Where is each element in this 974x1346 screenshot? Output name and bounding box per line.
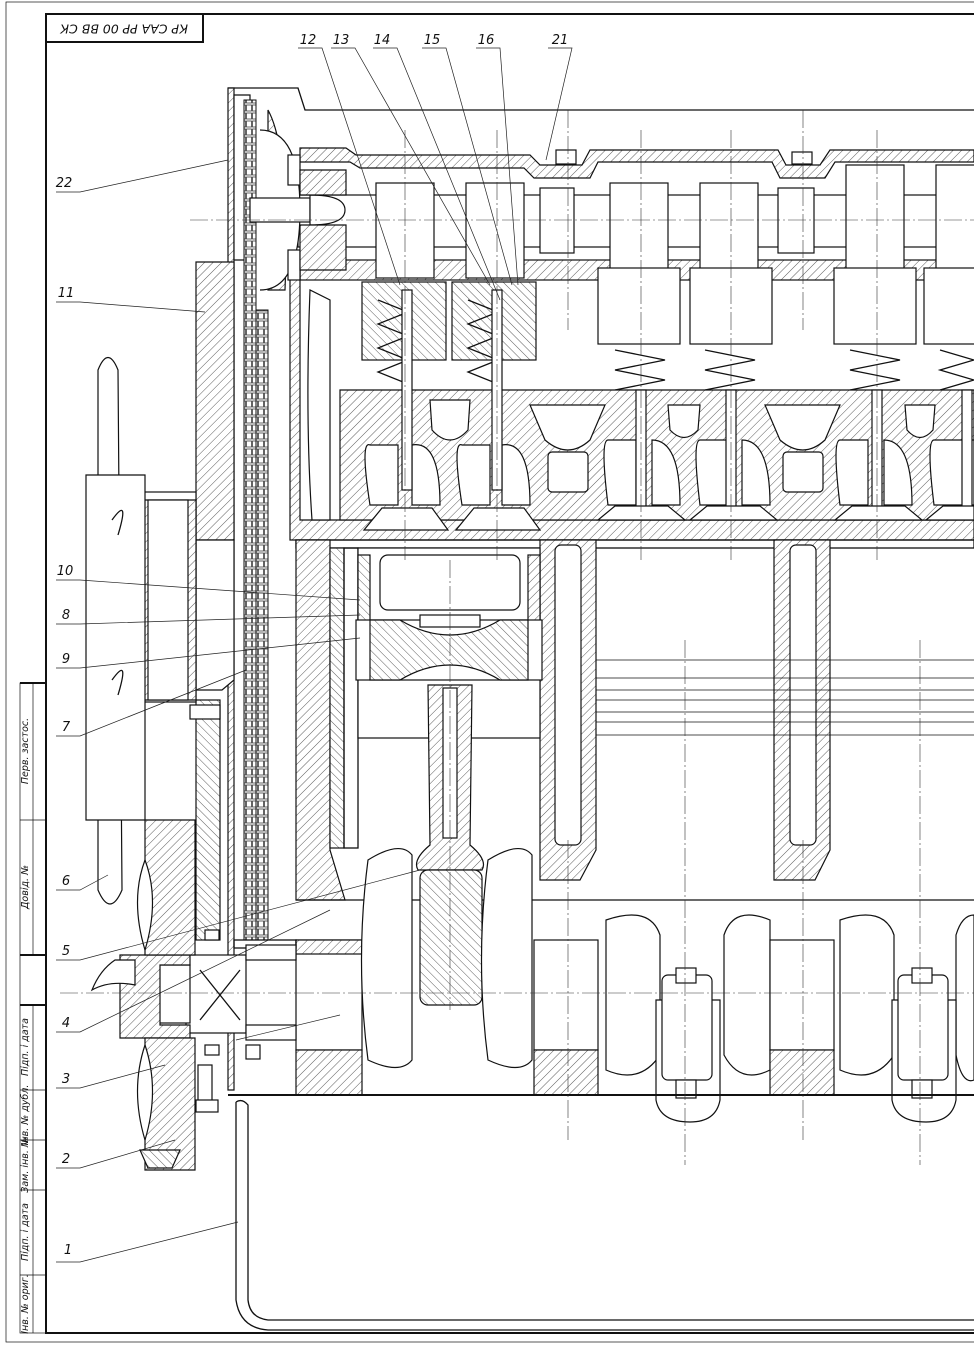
- side-label-dovid: Довід. №: [20, 865, 31, 910]
- callout-13: 13: [333, 33, 350, 48]
- designation-stamp: КР САА РР 00 ВВ СК: [45, 13, 204, 43]
- leader-lines: [56, 47, 573, 1263]
- side-archive-table: Перв. застос. Довід. № Підп. і дата Інв.…: [19, 682, 47, 1334]
- side-label-pidp1: Підп. і дата: [20, 1018, 31, 1076]
- callout-3: 3: [62, 1072, 70, 1087]
- side-label-inv-dubl: Інв. № дубл.: [20, 1085, 31, 1146]
- callout-4: 4: [62, 1016, 70, 1031]
- callout-9: 9: [62, 652, 70, 667]
- side-label-pidp2: Підп. і дата: [20, 1203, 31, 1261]
- callout-22: 22: [56, 176, 73, 191]
- oil-pan: [228, 1094, 974, 1331]
- callout-11: 11: [58, 286, 75, 301]
- callout-2: 2: [62, 1152, 70, 1167]
- callout-12: 12: [300, 33, 317, 48]
- callout-10: 10: [57, 564, 74, 579]
- designation-text: КР САА РР 00 ВВ СК: [59, 22, 188, 37]
- callout-5: 5: [62, 944, 70, 959]
- crankshaft: [295, 848, 974, 1123]
- callout-14: 14: [374, 33, 391, 48]
- callout-1: 1: [64, 1243, 72, 1258]
- side-label-perv: Перв. застос.: [20, 718, 31, 784]
- cylinder-head: [228, 87, 974, 541]
- callout-16: 16: [478, 33, 495, 48]
- callout-labels: 12 13 14 15 16 21 22 11 10 8 9 7 6 5 4 3…: [56, 33, 569, 1258]
- callout-8: 8: [62, 608, 70, 623]
- callout-21: 21: [552, 33, 569, 48]
- side-label-zam-inv: Зам. інв. №: [20, 1137, 31, 1193]
- side-label-inv-orig: Інв. № ориг.: [20, 1274, 31, 1334]
- center-lines: [60, 110, 974, 1165]
- timing-section: [85, 87, 347, 1171]
- cylinder-block: [295, 539, 974, 901]
- callout-6: 6: [62, 874, 70, 889]
- callout-15: 15: [424, 33, 441, 48]
- callout-7: 7: [62, 720, 71, 735]
